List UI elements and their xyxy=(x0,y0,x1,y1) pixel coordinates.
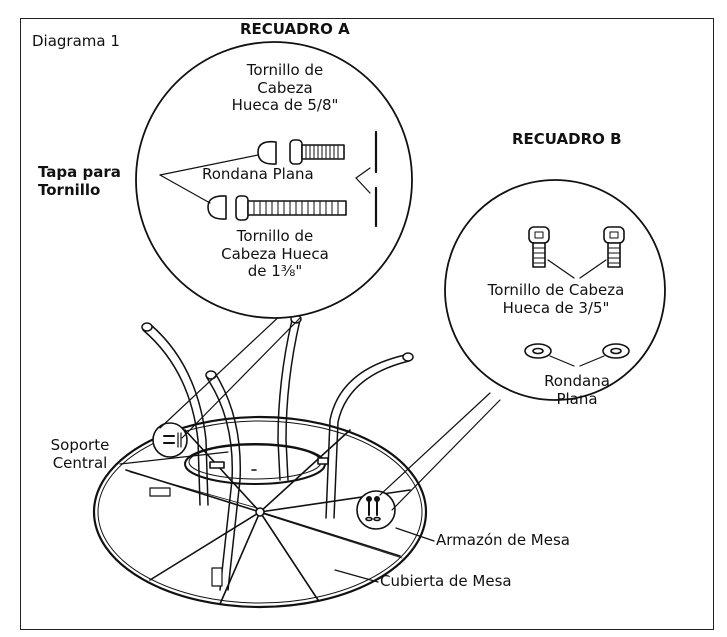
table-frame-label: Armazón de Mesa xyxy=(436,531,570,549)
inset-connectors xyxy=(159,311,501,511)
inset-b-washer-label: Rondana Plana xyxy=(544,372,610,408)
inset-b-heading: RECUADRO B xyxy=(512,130,622,148)
table-legs xyxy=(141,314,414,591)
inset-a-heading: RECUADRO A xyxy=(240,20,350,38)
screw-cap-label: Tapa para Tornillo xyxy=(38,163,121,199)
table-top-label: Cubierta de Mesa xyxy=(380,572,512,590)
short-screw-label: Tornillo de Cabeza Hueca de 5/8" xyxy=(231,61,339,115)
flat-washer-label-a: Rondana Plana xyxy=(202,165,314,183)
screw-cap-pointers xyxy=(159,154,259,204)
inset-b-drawing xyxy=(444,179,666,401)
diagram-title: Diagrama 1 xyxy=(32,32,120,50)
zoom-circle-right xyxy=(356,490,396,530)
inset-b-screw-label: Tornillo de Cabeza Hueca de 3/5" xyxy=(487,281,625,317)
inset-a-drawing xyxy=(135,41,413,319)
center-support-label: Soporte Central xyxy=(50,436,110,472)
zoom-circle-left xyxy=(152,422,188,458)
center-support-ring xyxy=(184,443,329,485)
long-screw-label: Tornillo de Cabeza Hueca de 1⅜" xyxy=(221,227,329,281)
callout-leaders xyxy=(119,451,435,583)
